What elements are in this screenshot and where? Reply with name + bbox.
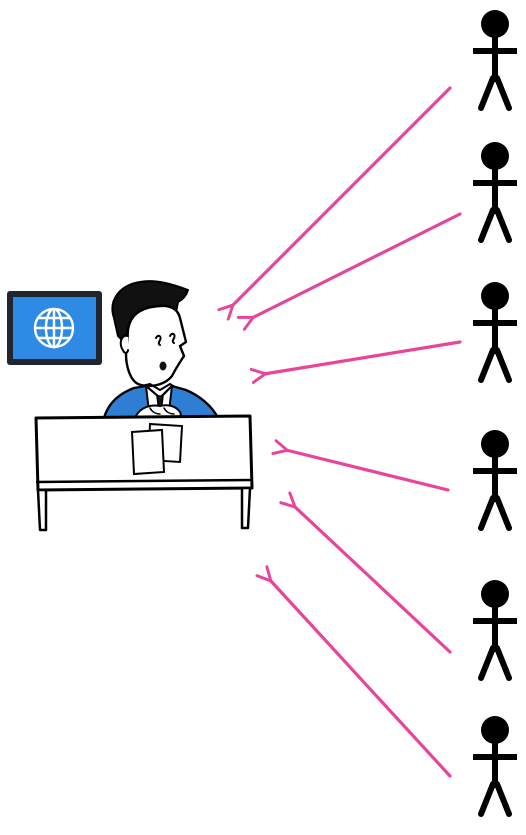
monitor: [7, 291, 102, 365]
stick-figure-icon: [473, 716, 517, 814]
arrow-6: [270, 580, 450, 776]
arrow-4: [286, 450, 448, 490]
arrow-3: [264, 342, 460, 374]
stick-figure-icon: [473, 430, 517, 528]
arrows: [232, 88, 460, 776]
stick-figure-icon: [473, 282, 517, 380]
stick-figure-icon: [473, 10, 517, 108]
people: [473, 10, 517, 814]
businessman: [104, 281, 218, 420]
stick-figure-icon: [473, 580, 517, 678]
stick-figure-icon: [473, 142, 517, 240]
arrow-2: [252, 214, 460, 318]
globe-icon: [35, 309, 73, 347]
